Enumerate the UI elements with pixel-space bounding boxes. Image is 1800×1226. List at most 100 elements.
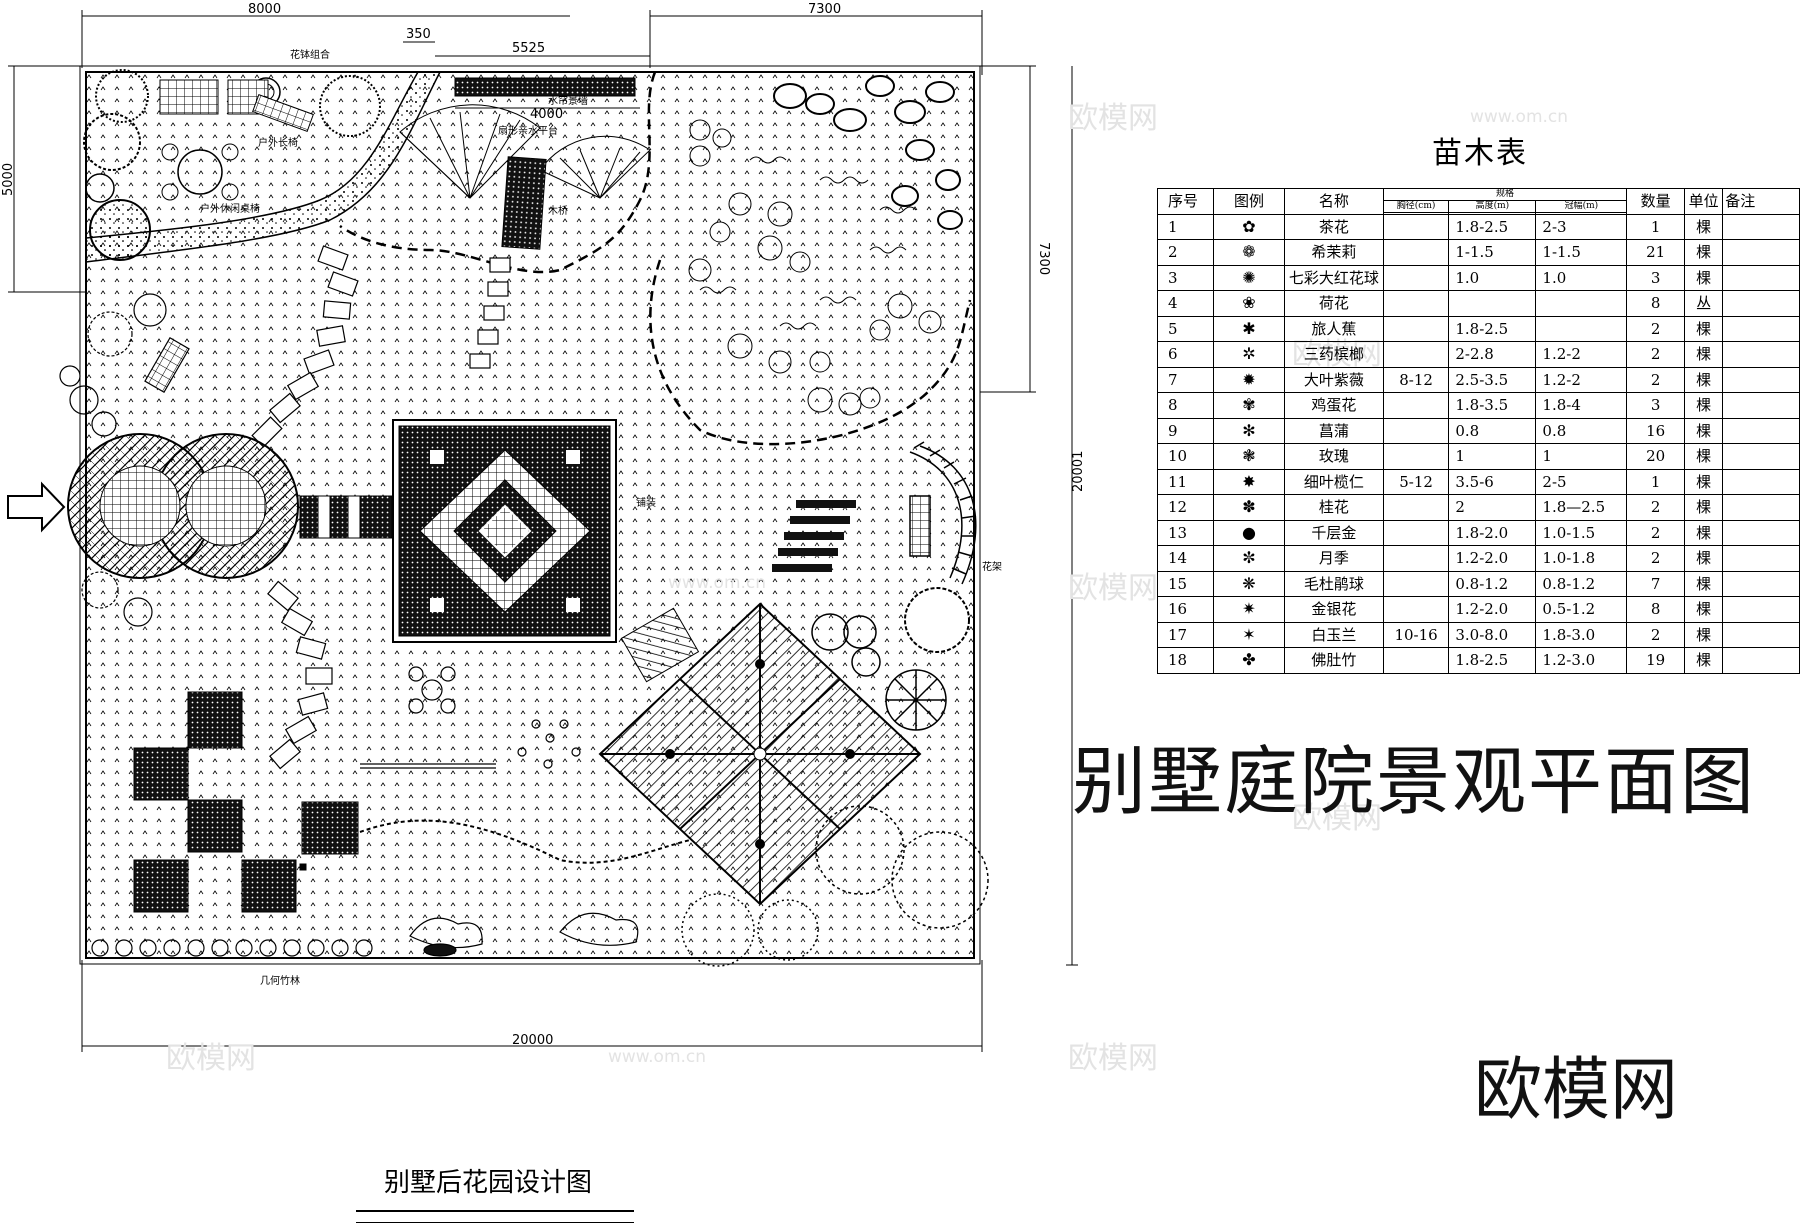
row-dbh [1382,341,1450,368]
rose-icon: ❃ [1213,443,1285,470]
row-unit: 棵 [1683,621,1724,648]
fan-platform [399,104,651,199]
tree-large-right [904,587,970,653]
row-qty: 1 [1626,213,1685,240]
header-spec: 规格 [1382,188,1628,201]
row-dbh: 8-12 [1382,366,1450,393]
row-crown: 1.8—2.5 [1535,494,1628,521]
row-remark [1722,647,1800,674]
row-qty: 2 [1626,341,1685,368]
drawing-title: 别墅庭院景观平面图 [1072,739,1756,825]
row-unit: 棵 [1683,315,1724,342]
row-remark [1722,468,1800,495]
row-name: 菖蒲 [1283,417,1384,444]
hibiscus-ball-icon: ✺ [1213,264,1285,291]
row-crown: 1 [1535,443,1628,470]
row-crown: 0.5-1.2 [1535,596,1628,623]
dimension-lines [8,10,1078,1052]
row-no: 13 [1156,519,1215,546]
magnolia-icon: ✶ [1213,621,1285,648]
header-remark: 备注 [1722,188,1800,215]
row-height: 1.8-3.5 [1448,392,1537,419]
header-legend: 图例 [1213,188,1285,215]
row-qty: 3 [1626,264,1685,291]
label-bridge: 木桥 [548,205,568,217]
row-unit: 棵 [1683,545,1724,572]
row-crown: 1.8-3.0 [1535,621,1628,648]
row-unit: 棵 [1683,647,1724,674]
row-remark [1722,545,1800,572]
azalea-icon: ❋ [1213,570,1285,597]
row-crown: 1.8-4 [1535,392,1628,419]
shrub-border [91,819,691,957]
svg-text:www.om.cn: www.om.cn [608,1047,706,1067]
row-height: 3.0-8.0 [1448,621,1537,648]
row-no: 10 [1156,443,1215,470]
row-dbh [1382,264,1450,291]
header-no: 序号 [1156,188,1215,215]
row-height: 1-1.5 [1448,239,1537,266]
row-crown: 1.2-3.0 [1535,647,1628,674]
frangipani-icon: ✾ [1213,392,1285,419]
entrance-arrow-icon [7,481,66,533]
row-height: 3.5-6 [1448,468,1537,495]
areca-icon: ✲ [1213,341,1285,368]
pavilion-deck [620,607,700,683]
wooden-bridge [501,156,547,250]
trees-bottom-right [681,613,989,967]
dim-bottom: 20000 [512,1033,553,1048]
travellers-palm-icon: ✱ [1213,315,1285,342]
terminalia-icon: ✸ [1213,468,1285,495]
row-height: 1.8-2.5 [1448,213,1537,240]
row-height: 2.5-3.5 [1448,366,1537,393]
row-dbh: 10-16 [1382,621,1450,648]
svg-text:欧模网: 欧模网 [1068,1041,1158,1076]
label-paving: 铺装 [636,496,656,509]
row-name: 希茉莉 [1283,239,1384,266]
buddha-bamboo-icon: ✤ [1213,647,1285,674]
honeysuckle-icon: ✷ [1213,596,1285,623]
dim-top-right: 7300 [808,2,841,17]
row-remark [1722,392,1800,419]
svg-text:欧模网: 欧模网 [1292,801,1382,836]
row-qty: 21 [1626,239,1685,266]
row-dbh [1382,417,1450,444]
drawing-caption: 别墅后花园设计图 [384,1168,593,1198]
label-water-wall: 水帘景墙 [548,94,588,107]
row-unit: 棵 [1683,596,1724,623]
row-no: 14 [1156,545,1215,572]
row-no: 15 [1156,570,1215,597]
row-unit: 棵 [1683,392,1724,419]
row-name: 旅人蕉 [1283,315,1384,342]
stepping-stones [251,245,511,770]
dim-top-left: 8000 [248,2,281,17]
row-no: 12 [1156,494,1215,521]
row-height: 1.8-2.5 [1448,647,1537,674]
row-no: 17 [1156,621,1215,648]
label-pergola: 花架 [982,560,1002,573]
svg-text:欧模网: 欧模网 [166,1041,256,1076]
row-qty: 2 [1626,519,1685,546]
row-unit: 棵 [1683,264,1724,291]
row-remark [1722,570,1800,597]
caption-underline-thin [356,1222,634,1223]
row-dbh [1382,545,1450,572]
header-unit: 单位 [1683,188,1724,215]
row-crown: 0.8-1.2 [1535,570,1628,597]
row-remark [1722,264,1800,291]
row-no: 5 [1156,315,1215,342]
row-name: 千层金 [1283,519,1384,546]
row-unit: 棵 [1683,468,1724,495]
svg-text:欧模网: 欧模网 [1068,101,1158,136]
row-dbh [1382,239,1450,266]
row-unit: 棵 [1683,417,1724,444]
row-name: 细叶榄仁 [1283,468,1384,495]
row-unit: 棵 [1683,213,1724,240]
